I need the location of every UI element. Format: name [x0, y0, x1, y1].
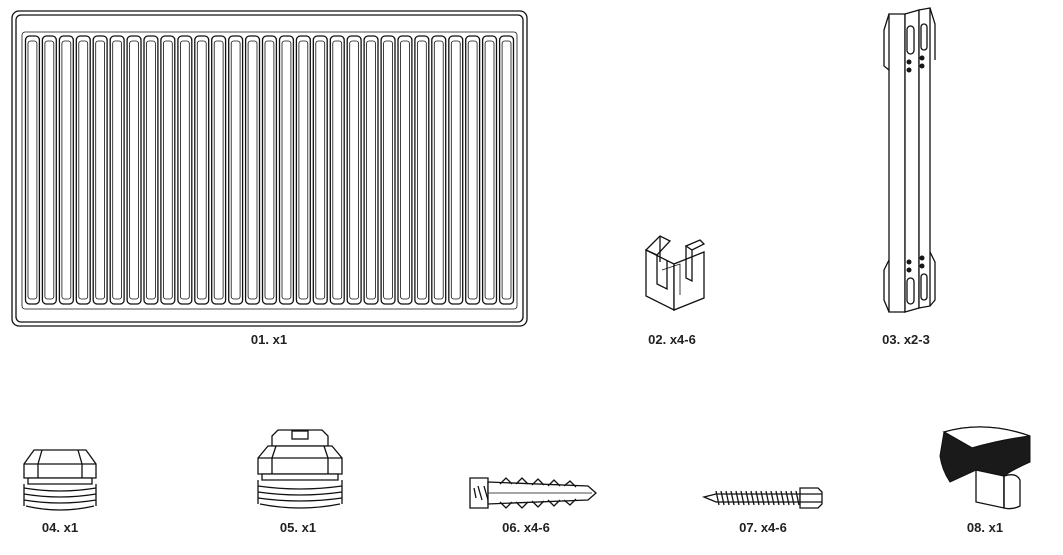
radiator-fin-inner: [298, 40, 309, 300]
screw-thread: [790, 490, 795, 506]
screw-illustration: [701, 487, 823, 509]
radiator-fin: [92, 35, 108, 305]
radiator-fin-inner: [27, 40, 38, 300]
screw-thread: [770, 490, 775, 506]
screw-thread: [720, 490, 725, 506]
radiator-fin: [329, 35, 345, 305]
screw-thread: [730, 490, 735, 506]
radiator-fin-inner: [349, 40, 360, 300]
screw-thread: [750, 490, 755, 506]
radiator-fin-inner: [501, 40, 512, 300]
screw-thread: [785, 490, 790, 506]
radiator-fin: [244, 35, 261, 305]
part-label-05: 05. x1: [280, 520, 316, 535]
part-label-06: 06. x4-6: [502, 520, 550, 535]
radiator-fins: [24, 35, 515, 305]
radiator-fin: [143, 35, 159, 305]
radiator-fin: [363, 35, 379, 305]
radiator-fin: [380, 35, 396, 305]
screw-thread: [760, 490, 765, 506]
part-label-07: 07. x4-6: [739, 520, 787, 535]
radiator-fin: [24, 35, 41, 305]
radiator-fin: [312, 35, 328, 305]
radiator-fin: [481, 35, 498, 305]
radiator-fin-inner: [162, 40, 173, 300]
clip-illustration: [644, 235, 706, 312]
radiator-fin: [295, 35, 311, 305]
radiator-fin-inner: [383, 40, 393, 300]
screw-thread: [775, 490, 780, 506]
radiator-fin-inner: [264, 40, 275, 300]
radiator-fin-inner: [78, 40, 89, 300]
radiator-fin-inner: [213, 40, 224, 300]
radiator-fin-inner: [366, 40, 376, 300]
screw-thread: [715, 490, 720, 506]
part-label-04: 04. x1: [42, 520, 78, 535]
radiator-fin-inner: [332, 40, 343, 300]
radiator-fin: [211, 35, 227, 305]
screw-thread: [780, 490, 785, 506]
screw-thread: [795, 490, 800, 506]
radiator-panel: [11, 10, 528, 327]
screw-thread: [740, 490, 745, 506]
radiator-fin: [177, 35, 193, 305]
part-label-08: 08. x1: [967, 520, 1003, 535]
radiator-fin: [346, 35, 362, 305]
radiator-fin: [228, 35, 244, 305]
radiator-fin: [194, 35, 210, 305]
radiator-fin: [75, 35, 91, 305]
radiator-fin-inner: [61, 40, 72, 300]
radiator-fin: [261, 35, 278, 305]
blind-plug-illustration: [23, 449, 97, 511]
radiator-fin-inner: [196, 40, 207, 300]
radiator-fin: [431, 35, 447, 305]
radiator-fin-inner: [112, 40, 122, 300]
radiator-fin: [397, 35, 413, 305]
radiator-fin: [278, 35, 295, 305]
radiator-fin-inner: [230, 40, 241, 300]
radiator-fin: [414, 35, 430, 305]
radiator-fin-inner: [281, 40, 292, 300]
radiator-fin: [41, 35, 57, 305]
radiator-fin: [448, 35, 464, 305]
screw-thread: [745, 490, 750, 506]
screw-thread: [755, 490, 760, 506]
radiator-fin: [126, 35, 142, 305]
radiator-fin-inner: [467, 40, 478, 300]
screw-thread: [735, 490, 740, 506]
radiator-fin-inner: [315, 40, 326, 300]
radiator-fin-inner: [179, 40, 190, 300]
radiator-fin: [498, 35, 515, 305]
air-vent-plug-illustration: [257, 429, 343, 509]
part-label-02: 02. x4-6: [648, 332, 696, 347]
radiator-fin-inner: [400, 40, 410, 300]
wall-plug-illustration: [469, 477, 597, 509]
radiator-fin-inner: [95, 40, 105, 300]
radiator-fin: [109, 35, 125, 305]
radiator-fin-inner: [416, 40, 427, 300]
radiator-fin: [58, 35, 74, 305]
radiator-fin-inner: [433, 40, 444, 300]
vent-key-illustration: [939, 426, 1031, 510]
radiator-fin: [160, 35, 176, 305]
radiator-fin-inner: [450, 40, 461, 300]
radiator-fin-inner: [129, 40, 139, 300]
radiator-fin-inner: [484, 40, 495, 300]
radiator-fin-inner: [44, 40, 55, 300]
screw-threads: [715, 490, 800, 506]
part-label-03: 03. x2-3: [882, 332, 930, 347]
screw-thread: [765, 490, 770, 506]
screw-thread: [725, 490, 730, 506]
radiator-fin-inner: [247, 40, 258, 300]
part-label-01: 01. x1: [251, 332, 287, 347]
bracket-illustration: [883, 7, 936, 313]
radiator-fin: [465, 35, 481, 305]
radiator-fin-inner: [146, 40, 156, 300]
